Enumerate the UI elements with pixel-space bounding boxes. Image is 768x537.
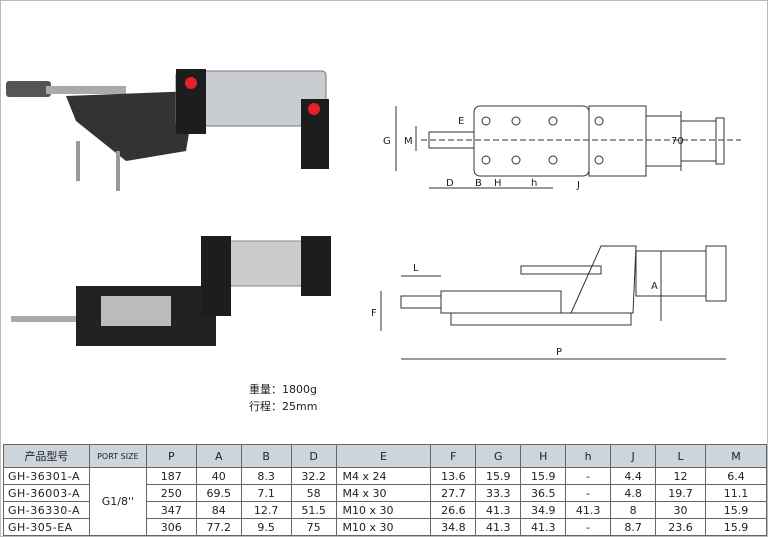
column-header: J	[610, 444, 657, 468]
dim-label-D: D	[446, 178, 454, 189]
column-header: E	[335, 444, 432, 468]
table-cell: 15.9	[704, 518, 767, 536]
table-cell: 187	[145, 467, 197, 485]
table-cell: 9.5	[240, 518, 292, 536]
table-cell: 41.3	[475, 518, 522, 536]
dim-label-J: J	[576, 180, 580, 191]
table-cell: 84	[195, 501, 242, 519]
table-cell: 36.5	[520, 484, 567, 502]
table-cell: 4.8	[610, 484, 657, 502]
table-cell: 19.7	[655, 484, 706, 502]
column-header: h	[565, 444, 612, 468]
table-cell: -	[565, 518, 612, 536]
table-cell: 250	[145, 484, 197, 502]
dim-label-A: A	[651, 281, 658, 292]
model-cell: GH-36330-A	[3, 501, 90, 519]
side-view-drawing: L F A P	[371, 245, 727, 360]
table-cell: 40	[195, 467, 242, 485]
product-photo-clamp-side	[11, 236, 331, 346]
table-cell: 15.9	[475, 467, 522, 485]
weight-spec: 重量：1800g	[249, 383, 317, 396]
top-view-drawing: G M E D B H h J 70	[383, 105, 741, 191]
table-cell: 15.9	[704, 501, 767, 519]
model-cell: GH-36301-A	[3, 467, 90, 485]
table-cell: -	[565, 467, 612, 485]
dim-label-P: P	[556, 347, 562, 358]
dim-label-h: h	[531, 178, 537, 189]
dim-label-G: G	[383, 136, 391, 147]
stroke-spec: 行程：25mm	[249, 400, 318, 413]
table-cell: 41.3	[520, 518, 567, 536]
product-photo-clamp-angled	[6, 69, 329, 191]
table-cell: 34.9	[520, 501, 567, 519]
table-cell: 34.8	[430, 518, 477, 536]
dim-label-B: B	[475, 178, 482, 189]
table-cell: 77.2	[195, 518, 242, 536]
table-cell: 8.3	[240, 467, 292, 485]
table-cell: 8.7	[610, 518, 657, 536]
table-cell: M10 x 30	[335, 501, 432, 519]
column-header: H	[520, 444, 567, 468]
dim-label-F: F	[371, 308, 377, 319]
table-cell: 13.6	[430, 467, 477, 485]
column-header: G	[475, 444, 522, 468]
table-cell: 7.1	[240, 484, 292, 502]
dim-label-70: 70	[671, 136, 684, 147]
table-cell: M10 x 30	[335, 518, 432, 536]
table-cell: 27.7	[430, 484, 477, 502]
table-cell: 6.4	[704, 467, 767, 485]
table-cell: 41.3	[565, 501, 612, 519]
table-cell: 33.3	[475, 484, 522, 502]
table-cell: 58	[290, 484, 337, 502]
column-header: L	[655, 444, 706, 468]
column-header: B	[240, 444, 292, 468]
table-cell: 75	[290, 518, 337, 536]
dim-label-E: E	[458, 116, 464, 127]
table-cell: 306	[145, 518, 197, 536]
table-cell: 41.3	[475, 501, 522, 519]
table-cell: 69.5	[195, 484, 242, 502]
column-header: 产品型号	[3, 444, 90, 468]
table-cell: M4 x 24	[335, 467, 432, 485]
table-cell: 15.9	[520, 467, 567, 485]
table-cell: 12.7	[240, 501, 292, 519]
column-header: PORT SIZE	[88, 444, 147, 468]
column-header: A	[195, 444, 242, 468]
model-cell: GH-305-EA	[3, 518, 90, 536]
dim-label-L: L	[413, 263, 419, 274]
column-header: M	[704, 444, 767, 468]
table-cell: 8	[610, 501, 657, 519]
model-cell: GH-36003-A	[3, 484, 90, 502]
table-cell: 347	[145, 501, 197, 519]
table-cell: 11.1	[704, 484, 767, 502]
column-header: F	[430, 444, 477, 468]
column-header: D	[290, 444, 337, 468]
port-size-cell: G1/8''	[88, 467, 147, 536]
table-cell: -	[565, 484, 612, 502]
table-cell: 30	[655, 501, 706, 519]
dim-label-M: M	[404, 136, 413, 147]
dim-label-H: H	[494, 178, 502, 189]
table-cell: 26.6	[430, 501, 477, 519]
column-header: P	[145, 444, 197, 468]
table-cell: 12	[655, 467, 706, 485]
table-cell: 32.2	[290, 467, 337, 485]
table-cell: 23.6	[655, 518, 706, 536]
table-cell: 51.5	[290, 501, 337, 519]
table-cell: M4 x 30	[335, 484, 432, 502]
table-cell: 4.4	[610, 467, 657, 485]
